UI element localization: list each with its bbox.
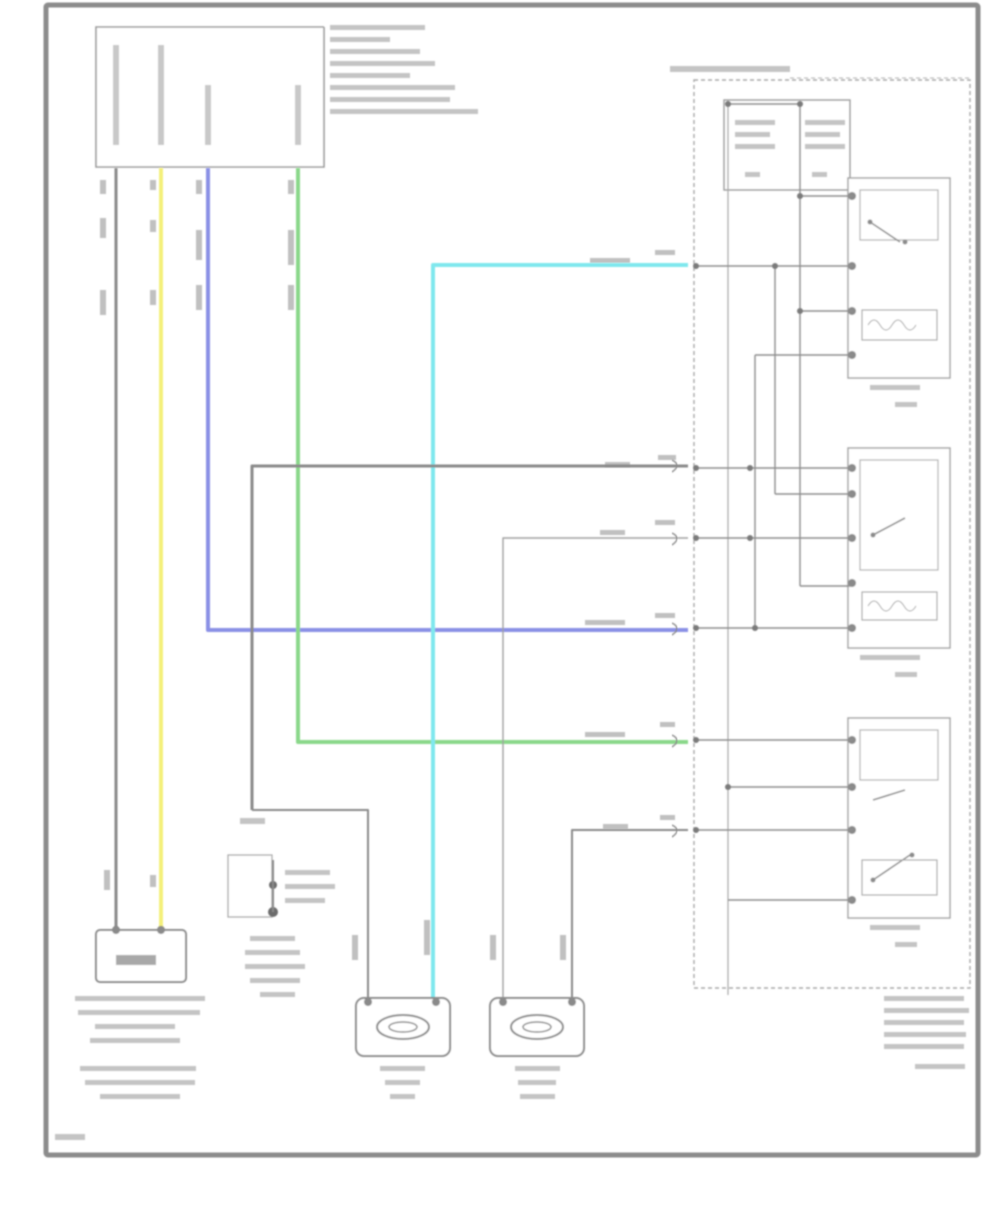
- junction-box-outline: [693, 79, 971, 989]
- top-module-pin-labels: [113, 45, 301, 145]
- fuse-labels: [735, 120, 845, 177]
- wire-cyan: [431, 263, 688, 1000]
- junction-box-title: [670, 66, 790, 72]
- page-code: [55, 1134, 85, 1140]
- relay-1: [847, 177, 951, 407]
- junction-box-footer: [884, 996, 969, 1069]
- junction-splice: [227, 818, 335, 997]
- wire-green: [296, 168, 688, 744]
- relay-3: [847, 717, 951, 947]
- page-frame: [43, 2, 981, 1158]
- wire-blue: [206, 168, 688, 632]
- wire-gray-junction: [252, 809, 369, 1000]
- sensor-left: [75, 926, 205, 1099]
- wire-gray-horn-right-a: [502, 537, 688, 1000]
- fuse-block: [723, 99, 851, 191]
- wire-gray-horn-right-b: [571, 829, 688, 1000]
- wire-gray-main: [250, 464, 688, 810]
- horn-left: [355, 997, 451, 1099]
- horn-right: [489, 997, 585, 1099]
- junction-internal-wiring: [696, 103, 852, 901]
- relay-2: [847, 447, 951, 677]
- wire-code-labels: [100, 180, 566, 960]
- top-module-side-note: [330, 25, 478, 114]
